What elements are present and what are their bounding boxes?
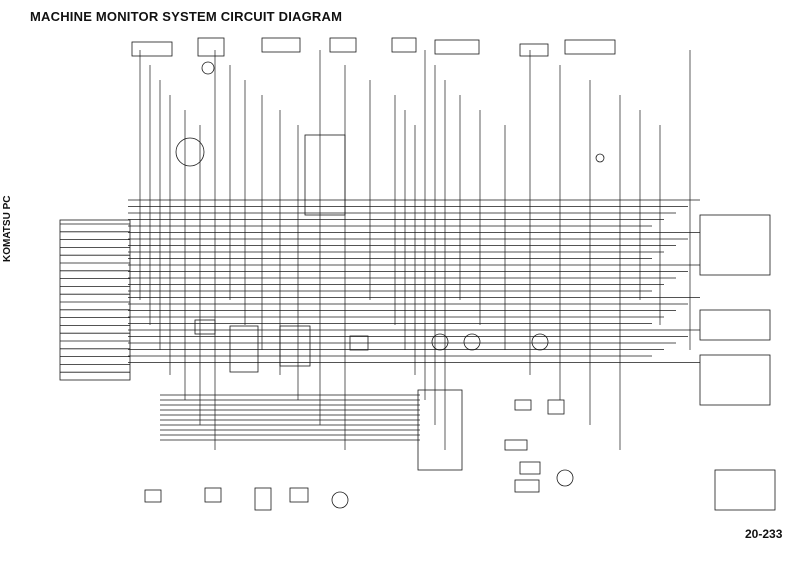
component-box xyxy=(197,37,225,57)
controller-connector xyxy=(417,389,463,471)
sensor-symbol xyxy=(201,61,215,75)
terminal-box xyxy=(349,335,369,351)
sensor-box xyxy=(144,489,162,503)
wire-bundle xyxy=(128,50,700,450)
connector-block xyxy=(714,469,776,511)
monitor-panel-connector xyxy=(59,219,131,381)
component-box xyxy=(434,39,480,55)
component-box xyxy=(564,39,616,55)
sensor-box xyxy=(514,399,532,411)
page-number: 20-233 xyxy=(745,527,783,541)
component-box xyxy=(519,43,549,57)
terminal-box xyxy=(279,325,311,367)
sensor-box xyxy=(504,439,528,451)
sensor-box xyxy=(514,479,540,493)
sensor-symbol xyxy=(175,137,205,167)
sensor-box xyxy=(254,487,272,511)
sensor-symbol xyxy=(463,333,481,351)
sensor-symbol xyxy=(431,333,449,351)
connector-block xyxy=(699,214,771,276)
sensor-symbol xyxy=(595,153,605,163)
component-box xyxy=(261,37,301,53)
diagram-title: MACHINE MONITOR SYSTEM CIRCUIT DIAGRAM xyxy=(30,9,343,24)
controller-block xyxy=(304,134,346,216)
sensor-box xyxy=(289,487,309,503)
terminal-box xyxy=(229,325,259,373)
sensor-symbol xyxy=(531,333,549,351)
terminal-box xyxy=(194,319,216,335)
component-group xyxy=(59,37,776,511)
sensor-symbol xyxy=(331,491,349,509)
component-box xyxy=(329,37,357,53)
sensor-box xyxy=(547,399,565,415)
component-box xyxy=(391,37,417,53)
sensor-box xyxy=(204,487,222,503)
sensor-box xyxy=(519,461,541,475)
component-box xyxy=(131,41,173,57)
sensor-symbol xyxy=(556,469,574,487)
connector-block xyxy=(699,354,771,406)
connector-block xyxy=(699,309,771,341)
